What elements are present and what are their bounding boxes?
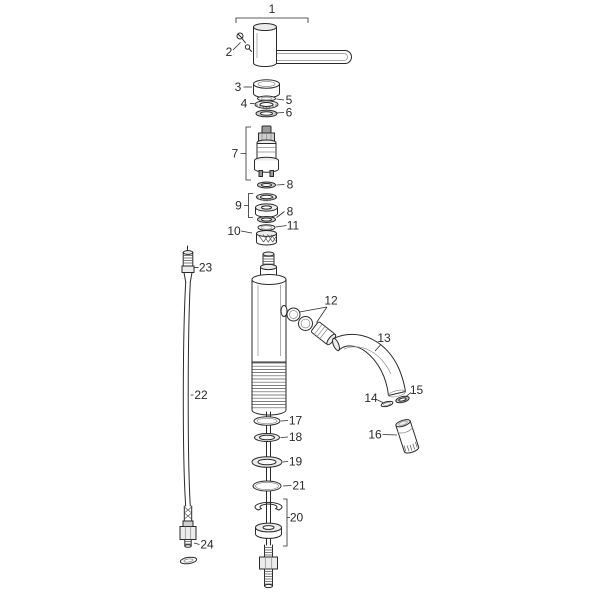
hose-nut: [179, 526, 197, 540]
part-label-20: 20: [290, 511, 304, 525]
hose-tube: [182, 281, 191, 507]
part-label-22: 22: [194, 388, 208, 402]
part-9-retainer-set: 9: [235, 193, 278, 218]
leader-19: [282, 461, 289, 463]
part-7-cartridge: 7: [232, 125, 279, 181]
handle-body: [253, 27, 277, 67]
part-20-fixation-set: 20: [254, 498, 304, 589]
part-19-seal: 19: [251, 455, 303, 469]
leader-8-upper: [276, 184, 285, 186]
faucet-body: [251, 251, 288, 546]
part-14-seal: 14: [364, 391, 394, 408]
leader-17: [280, 420, 289, 422]
leader-13: [374, 344, 381, 352]
bracket-1: [235, 17, 309, 23]
leader-2: [232, 42, 241, 51]
leader-10: [240, 230, 253, 234]
part-label-15: 15: [410, 383, 424, 397]
part-label-21: 21: [292, 479, 306, 493]
leader-18: [280, 436, 289, 438]
part-label-2: 2: [226, 45, 233, 59]
part-label-14: 14: [364, 391, 378, 405]
part-21-o-ring: 21: [252, 479, 306, 493]
part-label-6: 6: [286, 106, 293, 120]
hose-seal-washer: [179, 556, 198, 565]
part-18-ring: 18: [254, 430, 303, 444]
body-side-port: [280, 305, 288, 317]
part-label-23: 23: [199, 261, 213, 275]
part-10-aerator: 10: [227, 224, 277, 246]
leader-6: [275, 112, 285, 114]
leader-24: [193, 542, 200, 545]
part-17-o-ring: 17: [253, 414, 303, 428]
leader-12: [299, 306, 328, 323]
part-15-ring: 15: [395, 383, 423, 404]
part-16-aerator-housing: 16: [368, 419, 420, 454]
part-label-24: 24: [200, 538, 214, 552]
part-label-16: 16: [368, 428, 382, 442]
leader-5: [276, 98, 285, 101]
part-6-seal-ring: 6: [255, 106, 293, 120]
part-label-18: 18: [289, 430, 303, 444]
part-12-connector-set: 12: [286, 294, 338, 346]
leader-8-lower: [276, 211, 285, 218]
part-label-11: 11: [287, 219, 300, 233]
part-label-4: 4: [241, 97, 248, 111]
part-8-washer-lower: 8: [257, 205, 294, 223]
stud-nut: [259, 556, 278, 570]
part-label-12: 12: [324, 294, 338, 308]
part-3-sleeve: 3: [235, 79, 280, 99]
bracket-7: [240, 126, 251, 181]
part-label-1: 1: [269, 2, 276, 16]
part-2-screws: 2: [226, 32, 252, 59]
part-label-13: 13: [377, 331, 391, 345]
part-label-3: 3: [235, 80, 242, 94]
leader-15: [405, 392, 412, 397]
part-label-5: 5: [286, 93, 293, 107]
part-label-17: 17: [289, 414, 303, 428]
handle-lever: [271, 50, 352, 64]
bracket-9: [244, 193, 253, 218]
part-label-10: 10: [227, 224, 241, 238]
leader-21: [282, 485, 292, 487]
part-22-supply-hose: 23 22 24: [179, 245, 214, 565]
part-label-19: 19: [289, 455, 303, 469]
horseshoe-washer: [254, 501, 283, 511]
bracket-20: [283, 498, 290, 547]
part-13-spout: 13: [332, 331, 407, 398]
part-11-ring: 11: [257, 219, 300, 233]
part-5-washer: 5: [257, 93, 293, 107]
leader-11: [275, 225, 287, 228]
part-4-knurled-nut: 4: [241, 97, 279, 111]
part-label-8-upper: 8: [287, 178, 294, 192]
body-thread-hatch: [252, 362, 286, 409]
part-label-8-lower: 8: [287, 205, 294, 219]
part-label-7: 7: [232, 147, 239, 161]
leader-14: [377, 399, 384, 403]
part-label-9: 9: [235, 199, 242, 213]
part-1-handle: 1: [235, 2, 352, 67]
part-8-washer-upper: 8: [257, 178, 294, 192]
leader-16: [382, 434, 398, 436]
